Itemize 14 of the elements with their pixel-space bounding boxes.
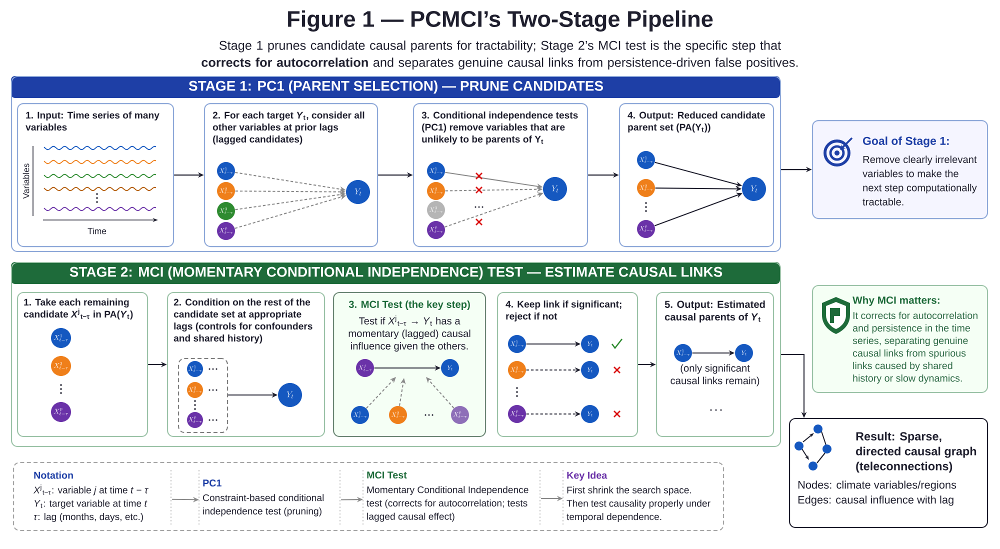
axis-label: Variables bbox=[22, 164, 30, 199]
axis-label: Time bbox=[88, 228, 106, 234]
info-box: Why MCI matters: It corrects for autocorrelation and persistence in the time series, separating genuine causal links from spurious links caused by shared history or slow dynamics. bbox=[812, 285, 988, 394]
goal-box: Goal of Stage 1: Remove clearly irrelevant variables to make the next step computationally tractable. bbox=[812, 120, 988, 220]
result-box: Result: Sparse, directed causal graph (teleconnections) Nodes: climate variables/regions Edges: causal influence with lag bbox=[789, 418, 988, 528]
notation-panel bbox=[13, 462, 724, 532]
arrow bbox=[366, 377, 396, 409]
notation-section: MCI Test Momentary Conditional Independence test (corrects for autocorrelation; tests lagged causal effect) bbox=[366, 472, 528, 522]
notation-section: PC1 Constraint-based conditional independence test (pruning) bbox=[203, 480, 324, 516]
notation-section: Notation X$^{j}$$_{t−τ}$: variable j at time t−τ Y$_{t}$: target variable at time t τ: lag (months, days, etc.) bbox=[33, 472, 149, 522]
notation-section: Key Idea First shrink the search space. Then test causality properly under temporal dependence. bbox=[566, 472, 710, 522]
title: Figure 1 — PCMCI’s Two-Stage Pipeline bbox=[288, 10, 713, 32]
arrow bbox=[426, 377, 454, 408]
caption: Stage 1 prunes candidate causal parents for tractability; Stage 2’s MCI test is the specific step that corrects for autocorrelation and separates genuine causal links from persistence-driven false positives. bbox=[202, 40, 798, 70]
